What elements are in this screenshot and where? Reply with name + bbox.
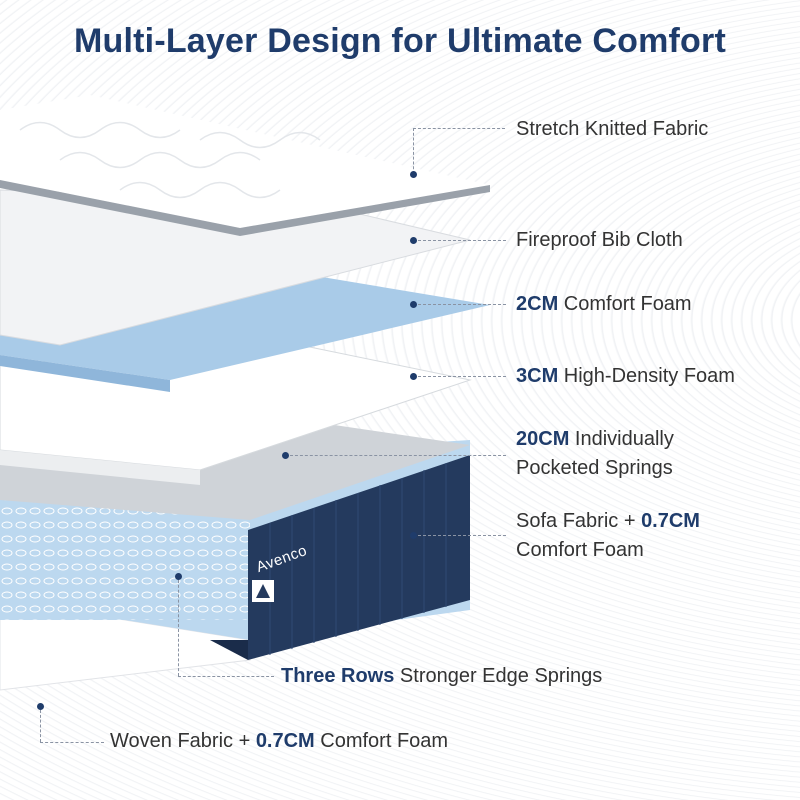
leader-line bbox=[40, 742, 104, 743]
label-comfort-foam: 2CM Comfort Foam bbox=[516, 293, 692, 315]
marker-dot bbox=[410, 237, 417, 244]
label-fireproof-bib-cloth: Fireproof Bib Cloth bbox=[516, 229, 683, 251]
leader-line bbox=[418, 240, 506, 241]
leader-line bbox=[413, 128, 505, 129]
leader-line bbox=[178, 676, 274, 677]
leader-line bbox=[413, 128, 414, 174]
leader-line bbox=[290, 455, 506, 456]
quilt-pattern bbox=[19, 121, 321, 199]
label-stretch-knitted-fabric: Stretch Knitted Fabric bbox=[516, 118, 709, 140]
marker-dot bbox=[410, 171, 417, 178]
label-high-density-foam: 3CM High-Density Foam bbox=[516, 365, 735, 387]
leader-line bbox=[418, 376, 506, 377]
page-title: Multi-Layer Design for Ultimate Comfort bbox=[74, 22, 726, 60]
marker-dot bbox=[410, 301, 417, 308]
marker-dot bbox=[282, 452, 289, 459]
marker-dot bbox=[410, 532, 417, 539]
leader-line bbox=[418, 304, 506, 305]
marker-dot bbox=[37, 703, 44, 710]
leader-line bbox=[178, 580, 179, 676]
sofa-fabric-panel bbox=[248, 455, 470, 660]
label-edge-springs: Three Rows Stronger Edge Springs bbox=[281, 665, 603, 687]
leader-line bbox=[40, 710, 41, 742]
label-woven-fabric: Woven Fabric + 0.7CM Comfort Foam bbox=[110, 730, 449, 752]
marker-dot bbox=[175, 573, 182, 580]
panel-stripes bbox=[269, 463, 447, 655]
woven-fabric-layer bbox=[0, 599, 251, 691]
label-sofa-fabric: Sofa Fabric + 0.7CM Comfort Foam bbox=[516, 510, 700, 561]
knitted-fabric-layer bbox=[0, 95, 490, 228]
marker-dot bbox=[410, 373, 417, 380]
label-pocketed-springs: 20CM Individually Pocketed Springs bbox=[516, 428, 674, 479]
leader-line bbox=[418, 535, 506, 536]
